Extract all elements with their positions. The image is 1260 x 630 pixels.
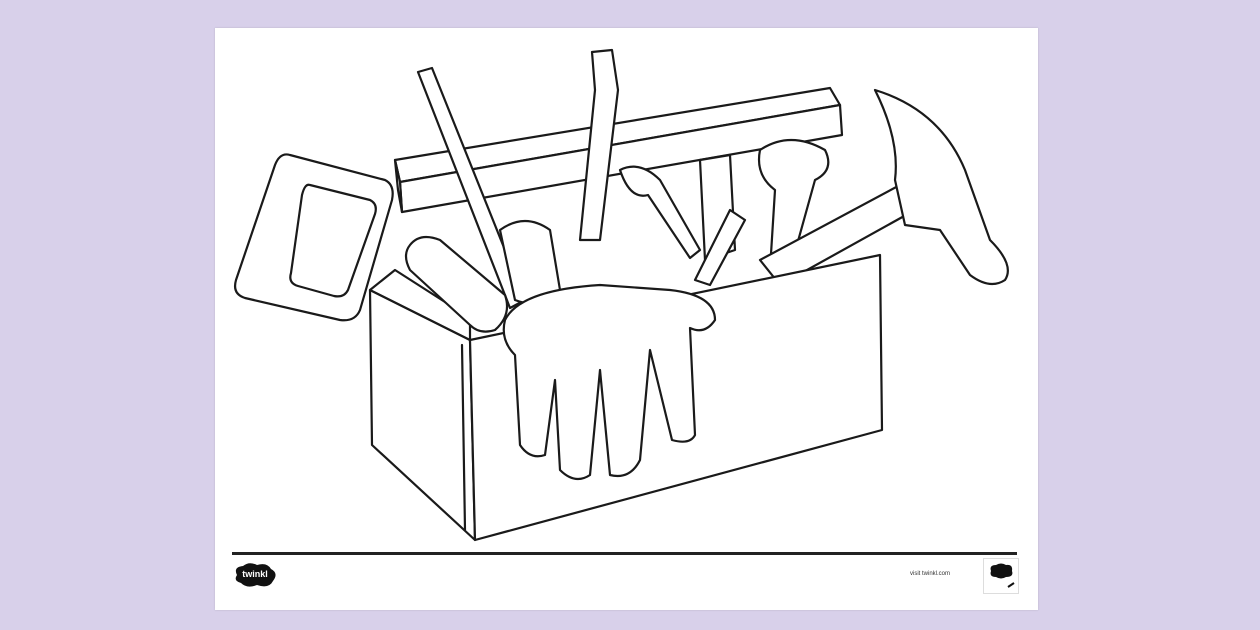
footer-divider	[232, 552, 1017, 555]
coloring-sheet: twinkl visit twinkl.com	[215, 28, 1038, 610]
twinkl-logo[interactable]: twinkl	[231, 561, 279, 589]
toolbox-illustration	[233, 48, 1009, 542]
website-link[interactable]: visit twinkl.com	[910, 571, 951, 577]
logo-text: twinkl	[242, 569, 268, 579]
toolbox-handle	[393, 86, 844, 214]
screwdriver-drawing	[578, 48, 620, 242]
mallet-drawing	[404, 235, 509, 333]
twinkl-badge	[983, 558, 1019, 594]
logo-cloud-icon	[235, 563, 276, 587]
glove-drawing	[502, 283, 717, 481]
saw-drawing	[233, 153, 394, 322]
wrench-drawing	[618, 165, 702, 260]
badge-logo-icon	[990, 563, 1015, 588]
pliers-drawing	[693, 139, 830, 287]
